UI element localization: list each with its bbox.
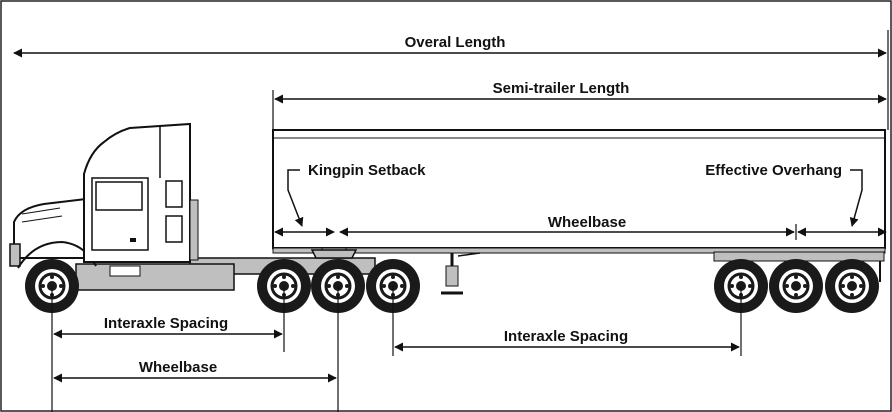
kingpin-leader-line xyxy=(287,169,304,227)
trailer-wheel-3 xyxy=(823,257,881,315)
overall-length-label: Overal Length xyxy=(405,34,506,51)
tractor-wheelbase-label: Wheelbase xyxy=(139,359,217,376)
tractor-interaxle-spacing-label: Interaxle Spacing xyxy=(104,315,228,332)
overhang-leader-line xyxy=(849,169,863,227)
kingpin-setback-label: Kingpin Setback xyxy=(308,162,426,179)
effective-overhang-label: Effective Overhang xyxy=(705,162,842,179)
trailer-interaxle-spacing-label: Interaxle Spacing xyxy=(504,328,628,345)
trailer-wheelbase-label: Wheelbase xyxy=(548,214,626,231)
extension-lines xyxy=(51,30,889,412)
tractor-icon xyxy=(9,122,376,291)
trailer-wheel-2 xyxy=(767,257,825,315)
semitrailer-length-label: Semi-trailer Length xyxy=(493,80,630,97)
